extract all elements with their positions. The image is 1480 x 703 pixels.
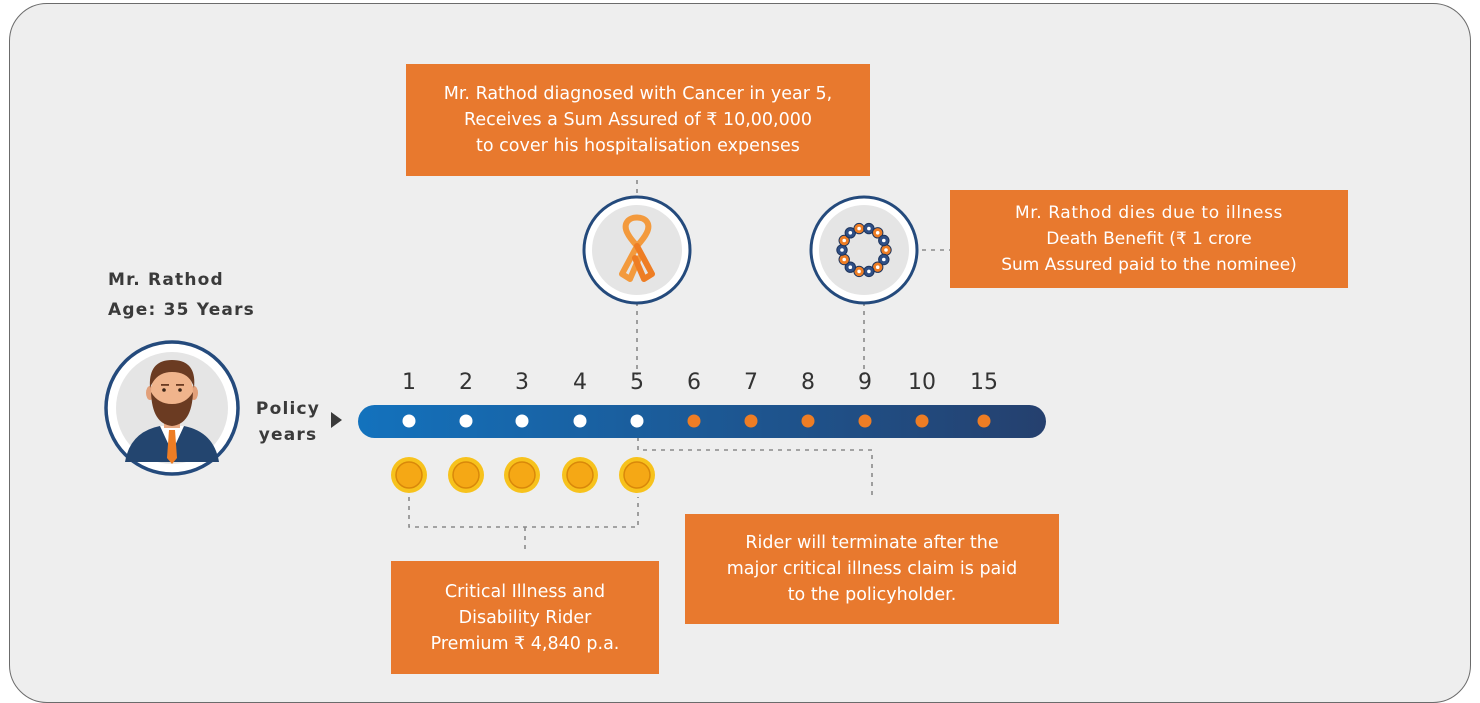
person-age: Age: 35 Years bbox=[108, 300, 256, 320]
paid-year-dot bbox=[630, 414, 644, 428]
play-arrow-icon bbox=[331, 412, 342, 428]
year-label: 5 bbox=[630, 370, 644, 395]
paid-year-dot bbox=[573, 414, 587, 428]
year-label: 4 bbox=[573, 370, 587, 395]
callout-line: Receives a Sum Assured of ₹ 10,00,000 bbox=[463, 110, 813, 130]
coin-icon bbox=[504, 457, 540, 493]
year-label: 3 bbox=[515, 370, 529, 395]
avatar bbox=[104, 340, 240, 476]
callout-line: Sum Assured paid to the nominee) bbox=[1001, 255, 1297, 275]
callout-line: to cover his hospitalisation expenses bbox=[476, 136, 800, 156]
year-label: 15 bbox=[970, 370, 998, 395]
coin-icon bbox=[448, 457, 484, 493]
unpaid-year-dot bbox=[744, 414, 758, 428]
coin-icon bbox=[619, 457, 655, 493]
callout-line: major critical illness claim is paid bbox=[726, 559, 1018, 579]
policy-label-line1: Policy bbox=[255, 399, 321, 419]
callout-line: Disability Rider bbox=[458, 607, 592, 628]
connector-lines bbox=[408, 180, 950, 552]
paid-year-dot bbox=[459, 414, 473, 428]
premium-coins bbox=[391, 457, 655, 493]
callout-line: Critical Illness and bbox=[444, 581, 606, 602]
coin-icon bbox=[391, 457, 427, 493]
businessman-avatar-icon bbox=[125, 360, 219, 464]
policy-label-line2: years bbox=[258, 425, 318, 445]
callout-line: Premium ₹ 4,840 p.a. bbox=[430, 633, 620, 654]
year-dots bbox=[402, 414, 991, 428]
wreath-icon bbox=[836, 222, 892, 278]
callout-line: Death Benefit (₹ 1 crore bbox=[1046, 229, 1252, 249]
callout-line: Mr. Rathod diagnosed with Cancer in year… bbox=[443, 84, 833, 104]
rider-termination-callout: Rider will terminate after the major cri… bbox=[685, 514, 1059, 624]
year-label: 8 bbox=[801, 370, 815, 395]
person-name: Mr. Rathod bbox=[108, 270, 224, 290]
unpaid-year-dot bbox=[687, 414, 701, 428]
unpaid-year-dot bbox=[858, 414, 872, 428]
policy-years-label: Policy years bbox=[252, 396, 324, 448]
year-label: 2 bbox=[459, 370, 473, 395]
paid-year-dot bbox=[402, 414, 416, 428]
callout-line: Mr. Rathod dies due to illness bbox=[1014, 203, 1284, 223]
death-event-circle bbox=[809, 195, 919, 305]
paid-year-dot bbox=[515, 414, 529, 428]
year-label: 6 bbox=[687, 370, 701, 395]
year-label: 9 bbox=[858, 370, 872, 395]
cancer-callout: Mr. Rathod diagnosed with Cancer in year… bbox=[406, 64, 870, 176]
unpaid-year-dot bbox=[977, 414, 991, 428]
callout-line: to the policyholder. bbox=[787, 585, 957, 605]
cancer-ribbon-icon bbox=[619, 214, 655, 282]
callout-line: Rider will terminate after the bbox=[745, 533, 999, 553]
unpaid-year-dot bbox=[915, 414, 929, 428]
year-label: 10 bbox=[908, 370, 936, 395]
year-label: 1 bbox=[402, 370, 416, 395]
unpaid-year-dot bbox=[801, 414, 815, 428]
timeline-graphic bbox=[104, 180, 1046, 552]
cancer-event-circle bbox=[582, 195, 692, 305]
coin-icon bbox=[562, 457, 598, 493]
year-label: 7 bbox=[744, 370, 758, 395]
death-benefit-callout: Mr. Rathod dies due to illness Death Ben… bbox=[950, 190, 1348, 288]
timeline-bar bbox=[358, 405, 1046, 438]
rider-premium-callout: Critical Illness and Disability Rider Pr… bbox=[391, 561, 659, 674]
